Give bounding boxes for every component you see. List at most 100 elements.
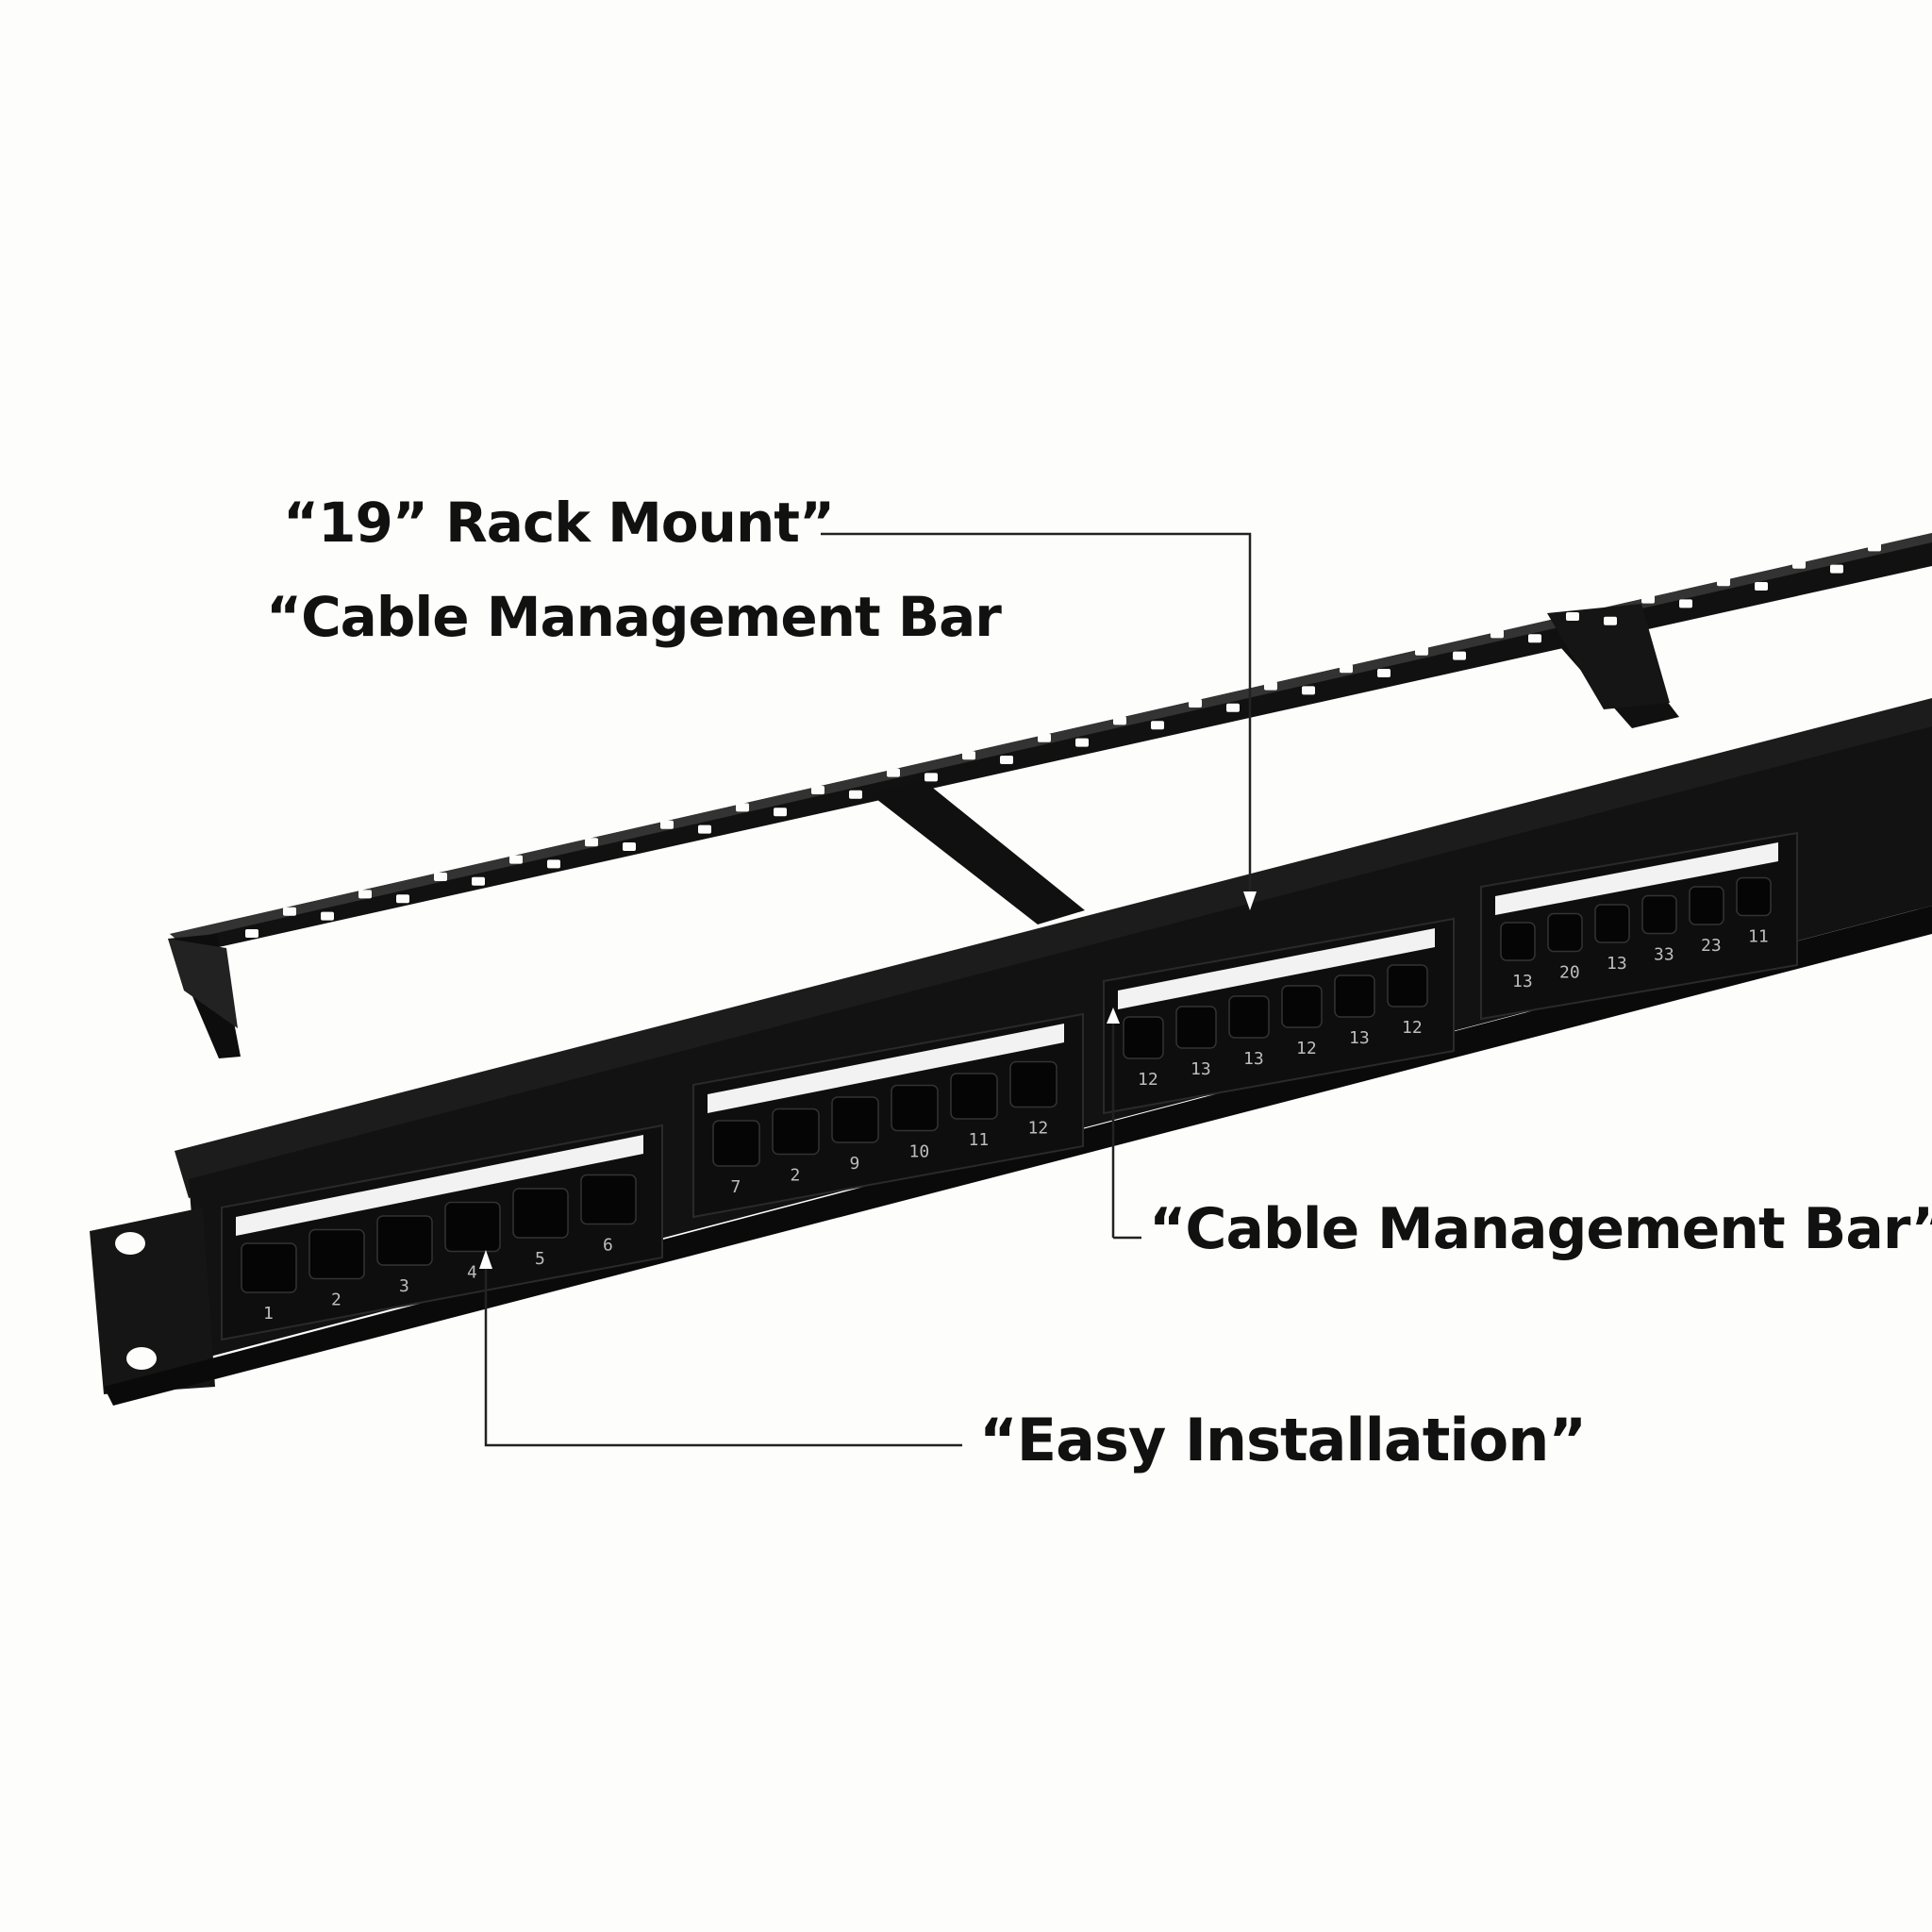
bar-slot bbox=[1340, 664, 1353, 674]
port-number-label: 1 bbox=[263, 1304, 274, 1324]
rj45-port bbox=[1281, 985, 1323, 1028]
port-label-strip bbox=[708, 1024, 1064, 1113]
cable-management-bar bbox=[168, 533, 1932, 1058]
port-number-label: 12 bbox=[1028, 1119, 1049, 1139]
bar-slot bbox=[245, 929, 258, 938]
bar-slot bbox=[509, 855, 523, 864]
bar-slot bbox=[472, 876, 485, 886]
bar-slot bbox=[585, 838, 598, 847]
rj45-port bbox=[712, 1120, 760, 1167]
bar-slot bbox=[1641, 594, 1655, 604]
rack-mount-hole-icon bbox=[126, 1347, 157, 1370]
bar-slot bbox=[321, 911, 334, 921]
cable-bar-callout-right: “Cable Management Bar” bbox=[1149, 1196, 1932, 1262]
bar-slot bbox=[1491, 629, 1504, 639]
port-number-label: 9 bbox=[850, 1154, 860, 1174]
port-number-label: 7 bbox=[731, 1177, 741, 1197]
port-number-label: 2 bbox=[331, 1291, 341, 1310]
port-label-strip bbox=[1118, 928, 1435, 1009]
bar-slot bbox=[547, 859, 560, 869]
bar-slot bbox=[1792, 559, 1806, 569]
rj45-port bbox=[1547, 912, 1583, 953]
rj45-port bbox=[1175, 1006, 1217, 1049]
rj45-port bbox=[580, 1174, 637, 1225]
bar-slot bbox=[1264, 681, 1277, 691]
port-number-label: 23 bbox=[1701, 936, 1722, 956]
bar-slot bbox=[1453, 651, 1466, 660]
rj45-port bbox=[444, 1201, 501, 1253]
rack-mount-callout: “19” Rack Mount” bbox=[283, 491, 835, 555]
bar-slot bbox=[1755, 582, 1768, 591]
bar-slot bbox=[1151, 721, 1164, 730]
leader-lines bbox=[479, 532, 1257, 1447]
bar-slot bbox=[698, 824, 711, 834]
port-number-label: 2 bbox=[791, 1166, 801, 1186]
rj45-port bbox=[831, 1096, 879, 1143]
rj45-port bbox=[1594, 904, 1630, 943]
rj45-port bbox=[1500, 922, 1536, 961]
port-number-label: 6 bbox=[603, 1236, 613, 1256]
port-number-label: 5 bbox=[535, 1249, 545, 1269]
port-number-label: 11 bbox=[1748, 927, 1769, 947]
bar-slot bbox=[1377, 669, 1391, 677]
port-number-label: 13 bbox=[1607, 954, 1627, 974]
bar-slot bbox=[887, 768, 900, 777]
bar-slot bbox=[1566, 612, 1579, 621]
port-number-label: 33 bbox=[1654, 945, 1674, 965]
bar-slot bbox=[283, 907, 296, 916]
rj45-port bbox=[1736, 876, 1772, 917]
rj45-port bbox=[1228, 995, 1270, 1039]
bar-slot bbox=[1038, 733, 1051, 742]
port-number-label: 13 bbox=[1191, 1059, 1211, 1079]
port-module-frame bbox=[1480, 831, 1798, 1021]
port-module-frame bbox=[221, 1124, 663, 1341]
port-module-frame bbox=[692, 1012, 1084, 1219]
bar-slot bbox=[1604, 616, 1617, 625]
rj45-port bbox=[512, 1188, 569, 1239]
bar-slot bbox=[1302, 686, 1315, 695]
port-number-label: 13 bbox=[1512, 972, 1533, 991]
bar-slots bbox=[245, 542, 1881, 938]
rj45-port bbox=[1009, 1060, 1058, 1108]
port-number-label: 4 bbox=[467, 1263, 477, 1283]
bar-slot bbox=[1830, 564, 1843, 574]
port-number-label: 10 bbox=[909, 1142, 930, 1162]
port-number-label: 3 bbox=[399, 1276, 409, 1296]
port-number-label: 13 bbox=[1243, 1049, 1264, 1069]
bar-slot bbox=[1717, 577, 1730, 587]
rj45-port bbox=[376, 1215, 433, 1266]
port-label-strip bbox=[236, 1135, 643, 1236]
rj45-port bbox=[1641, 894, 1677, 935]
rj45-port bbox=[772, 1108, 820, 1156]
bar-slot bbox=[1075, 738, 1089, 747]
bar-slot bbox=[736, 803, 749, 812]
rj45-port bbox=[1387, 964, 1428, 1008]
bar-slot bbox=[1226, 703, 1240, 712]
rj45-port bbox=[950, 1073, 998, 1120]
bar-slot bbox=[623, 842, 636, 851]
bar-slot bbox=[924, 773, 938, 782]
port-label-strip bbox=[1495, 842, 1778, 915]
cable-bar-callout-top: “Cable Management Bar bbox=[266, 585, 1002, 649]
bar-slot bbox=[811, 786, 824, 794]
bar-slot bbox=[774, 808, 787, 817]
rack-mount-hole-icon bbox=[115, 1232, 145, 1255]
bar-slot bbox=[1679, 599, 1692, 608]
port-number-label: 13 bbox=[1349, 1028, 1370, 1048]
bar-slot bbox=[434, 873, 447, 881]
port-number-label: 12 bbox=[1138, 1070, 1158, 1090]
bar-slot bbox=[962, 751, 975, 760]
bar-slot bbox=[1868, 542, 1881, 552]
bar-slot bbox=[1415, 646, 1428, 656]
bar-slot bbox=[1528, 634, 1541, 643]
rj45-port bbox=[1334, 974, 1375, 1018]
port-number-label: 20 bbox=[1559, 963, 1580, 983]
bar-slot bbox=[849, 790, 862, 799]
rj45-port bbox=[308, 1228, 365, 1280]
rj45-port bbox=[891, 1084, 939, 1132]
port-number-label: 12 bbox=[1402, 1018, 1423, 1038]
